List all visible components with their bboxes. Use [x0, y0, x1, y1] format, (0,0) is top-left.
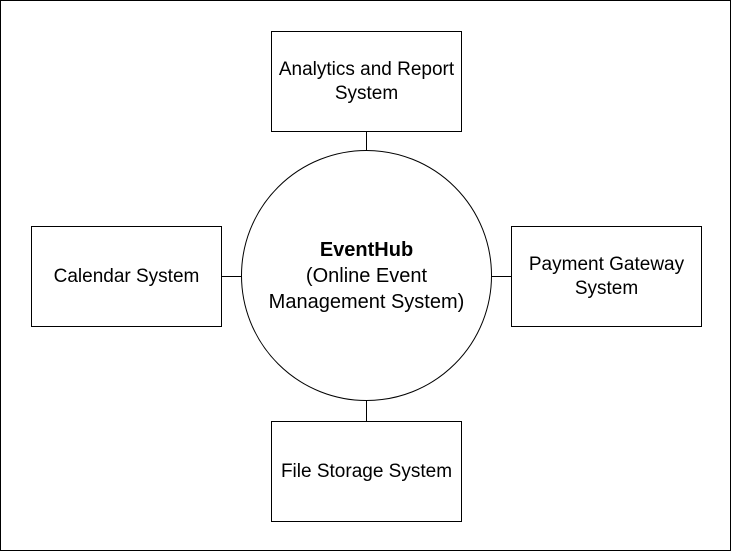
center-title: EventHub — [319, 238, 414, 261]
analytics-report-system-node: Analytics and Report System — [271, 31, 462, 132]
node-label: Analytics and Report System — [278, 58, 455, 104]
node-label: Calendar System — [53, 265, 200, 287]
calendar-system-node: Calendar System — [31, 226, 222, 327]
center-subtitle: (Online Event Management System) — [268, 264, 465, 313]
node-label: File Storage System — [280, 460, 453, 482]
payment-gateway-system-node: Payment Gateway System — [511, 226, 702, 327]
eventhub-center-node: EventHub (Online Event Management System… — [241, 150, 492, 401]
file-storage-system-node: File Storage System — [271, 421, 462, 522]
node-label: Payment Gateway System — [528, 253, 685, 299]
